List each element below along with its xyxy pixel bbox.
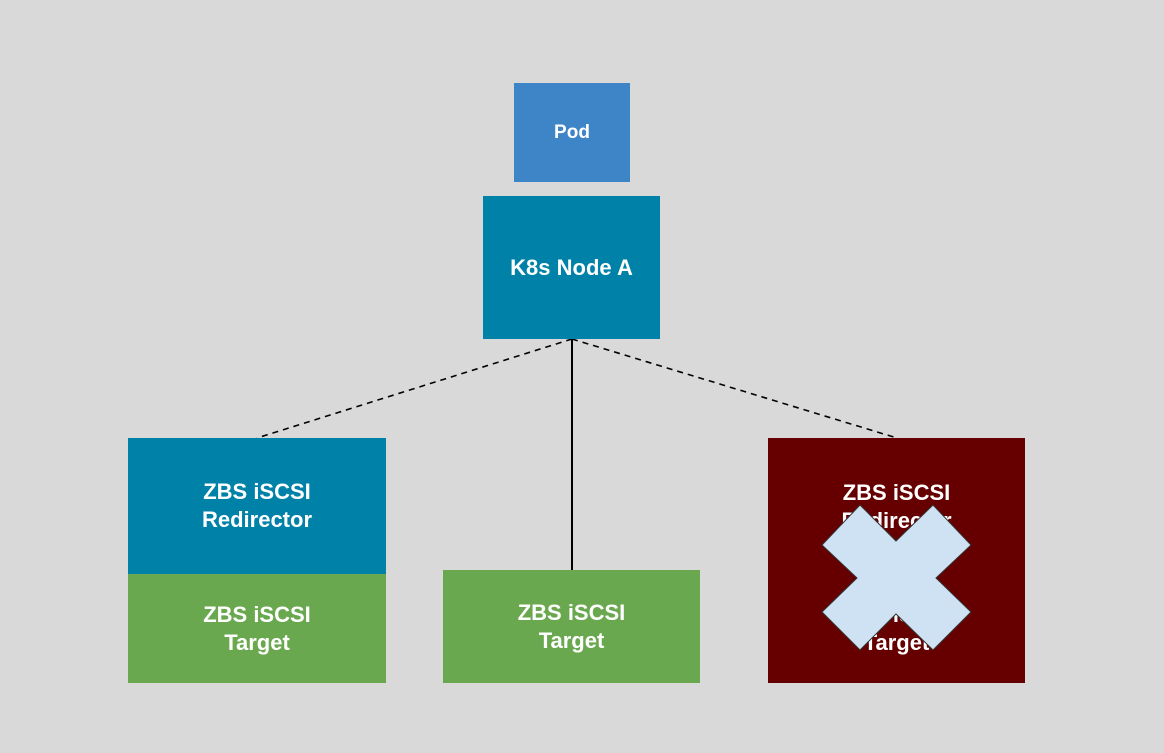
k8s-node-a-box[interactable]: K8s Node A	[483, 196, 660, 339]
pod-box[interactable]: Pod	[514, 83, 630, 182]
pod-label: Pod	[554, 121, 590, 143]
middle-target-line2: Target	[538, 627, 605, 653]
connector-node-to-left-redirector	[256, 338, 573, 439]
middle-target-line1: ZBS iSCSI	[517, 599, 626, 625]
middle-target-box[interactable]: ZBS iSCSI Target	[443, 570, 700, 683]
left-target-line1: ZBS iSCSI	[203, 601, 311, 627]
connector-node-to-right-redirector	[571, 338, 898, 439]
left-redirector-line2: Redirector	[201, 507, 313, 532]
left-target-line2: Target	[224, 629, 290, 655]
left-redirector-line1: ZBS iSCSI	[203, 479, 311, 504]
left-redirector-box[interactable]: ZBS iSCSI Redirector	[128, 438, 386, 574]
right-redirector-line1: ZBS iSCSI	[842, 480, 951, 505]
left-target-box[interactable]: ZBS iSCSI Target	[128, 574, 386, 683]
failure-x-shape	[821, 504, 972, 651]
node-label: K8s Node A	[510, 254, 633, 280]
